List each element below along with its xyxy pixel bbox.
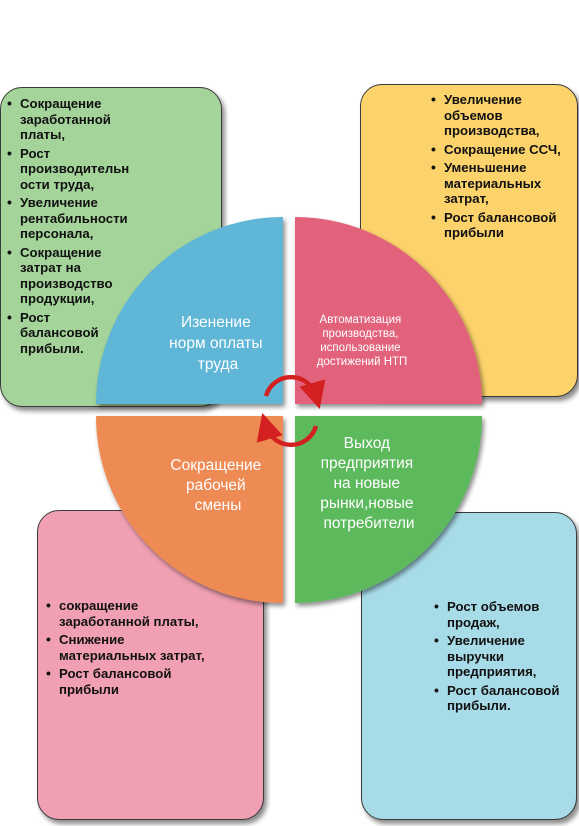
list-item: Увеличение выручки предприятия, xyxy=(434,633,574,680)
list-item: Рост балансовой прибыли xyxy=(431,210,573,241)
list-item: сокращение заработанной платы, xyxy=(46,598,206,629)
quadrant-label-top-left: Изенение норм оплаты труда xyxy=(169,314,267,373)
list-item: Сокращение ССЧ, xyxy=(431,142,573,158)
quadrant-label-bottom-left: Сокращение рабочей смены xyxy=(170,457,265,514)
quadrant-bottom-left xyxy=(96,416,283,603)
benefits-list-green: Сокращение заработанной платы, Рост прои… xyxy=(7,96,129,359)
list-item: Увеличение рентабильности персонала, xyxy=(7,195,128,242)
list-item: Рост балансовой прибыли. xyxy=(7,310,125,357)
list-item: Рост производительн ости труда, xyxy=(7,146,129,193)
benefits-list-blue: Рост объемов продаж, Увеличение выручки … xyxy=(434,599,574,717)
quadrant-label-bottom-right: Выход предприятия на новые рынки,новые п… xyxy=(320,435,418,532)
list-item: Увеличение объемов производства, xyxy=(431,92,573,139)
list-item: Рост балансовой прибыли. xyxy=(434,683,574,714)
list-item: Рост балансовой прибыли xyxy=(46,666,206,697)
quadrant-label-top-right: Автоматизация производства, использовани… xyxy=(317,314,408,368)
benefits-list-yellow: Увеличение объемов производства, Сокраще… xyxy=(431,92,573,244)
benefits-list-pink: сокращение заработанной платы, Снижение … xyxy=(46,598,206,700)
list-item: Рост объемов продаж, xyxy=(434,599,574,630)
cycle-arrows-icon xyxy=(256,374,326,448)
list-item: Сокращение заработанной платы, xyxy=(7,96,125,143)
list-item: Снижение материальных затрат, xyxy=(46,632,206,663)
quadrant-top-left xyxy=(96,217,283,404)
list-item: Уменьшение материальных затрат, xyxy=(431,160,573,207)
quadrant-bottom-right xyxy=(295,416,482,603)
list-item: Сокращение затрат на производство продук… xyxy=(7,245,125,307)
quadrant-top-right xyxy=(295,217,482,404)
